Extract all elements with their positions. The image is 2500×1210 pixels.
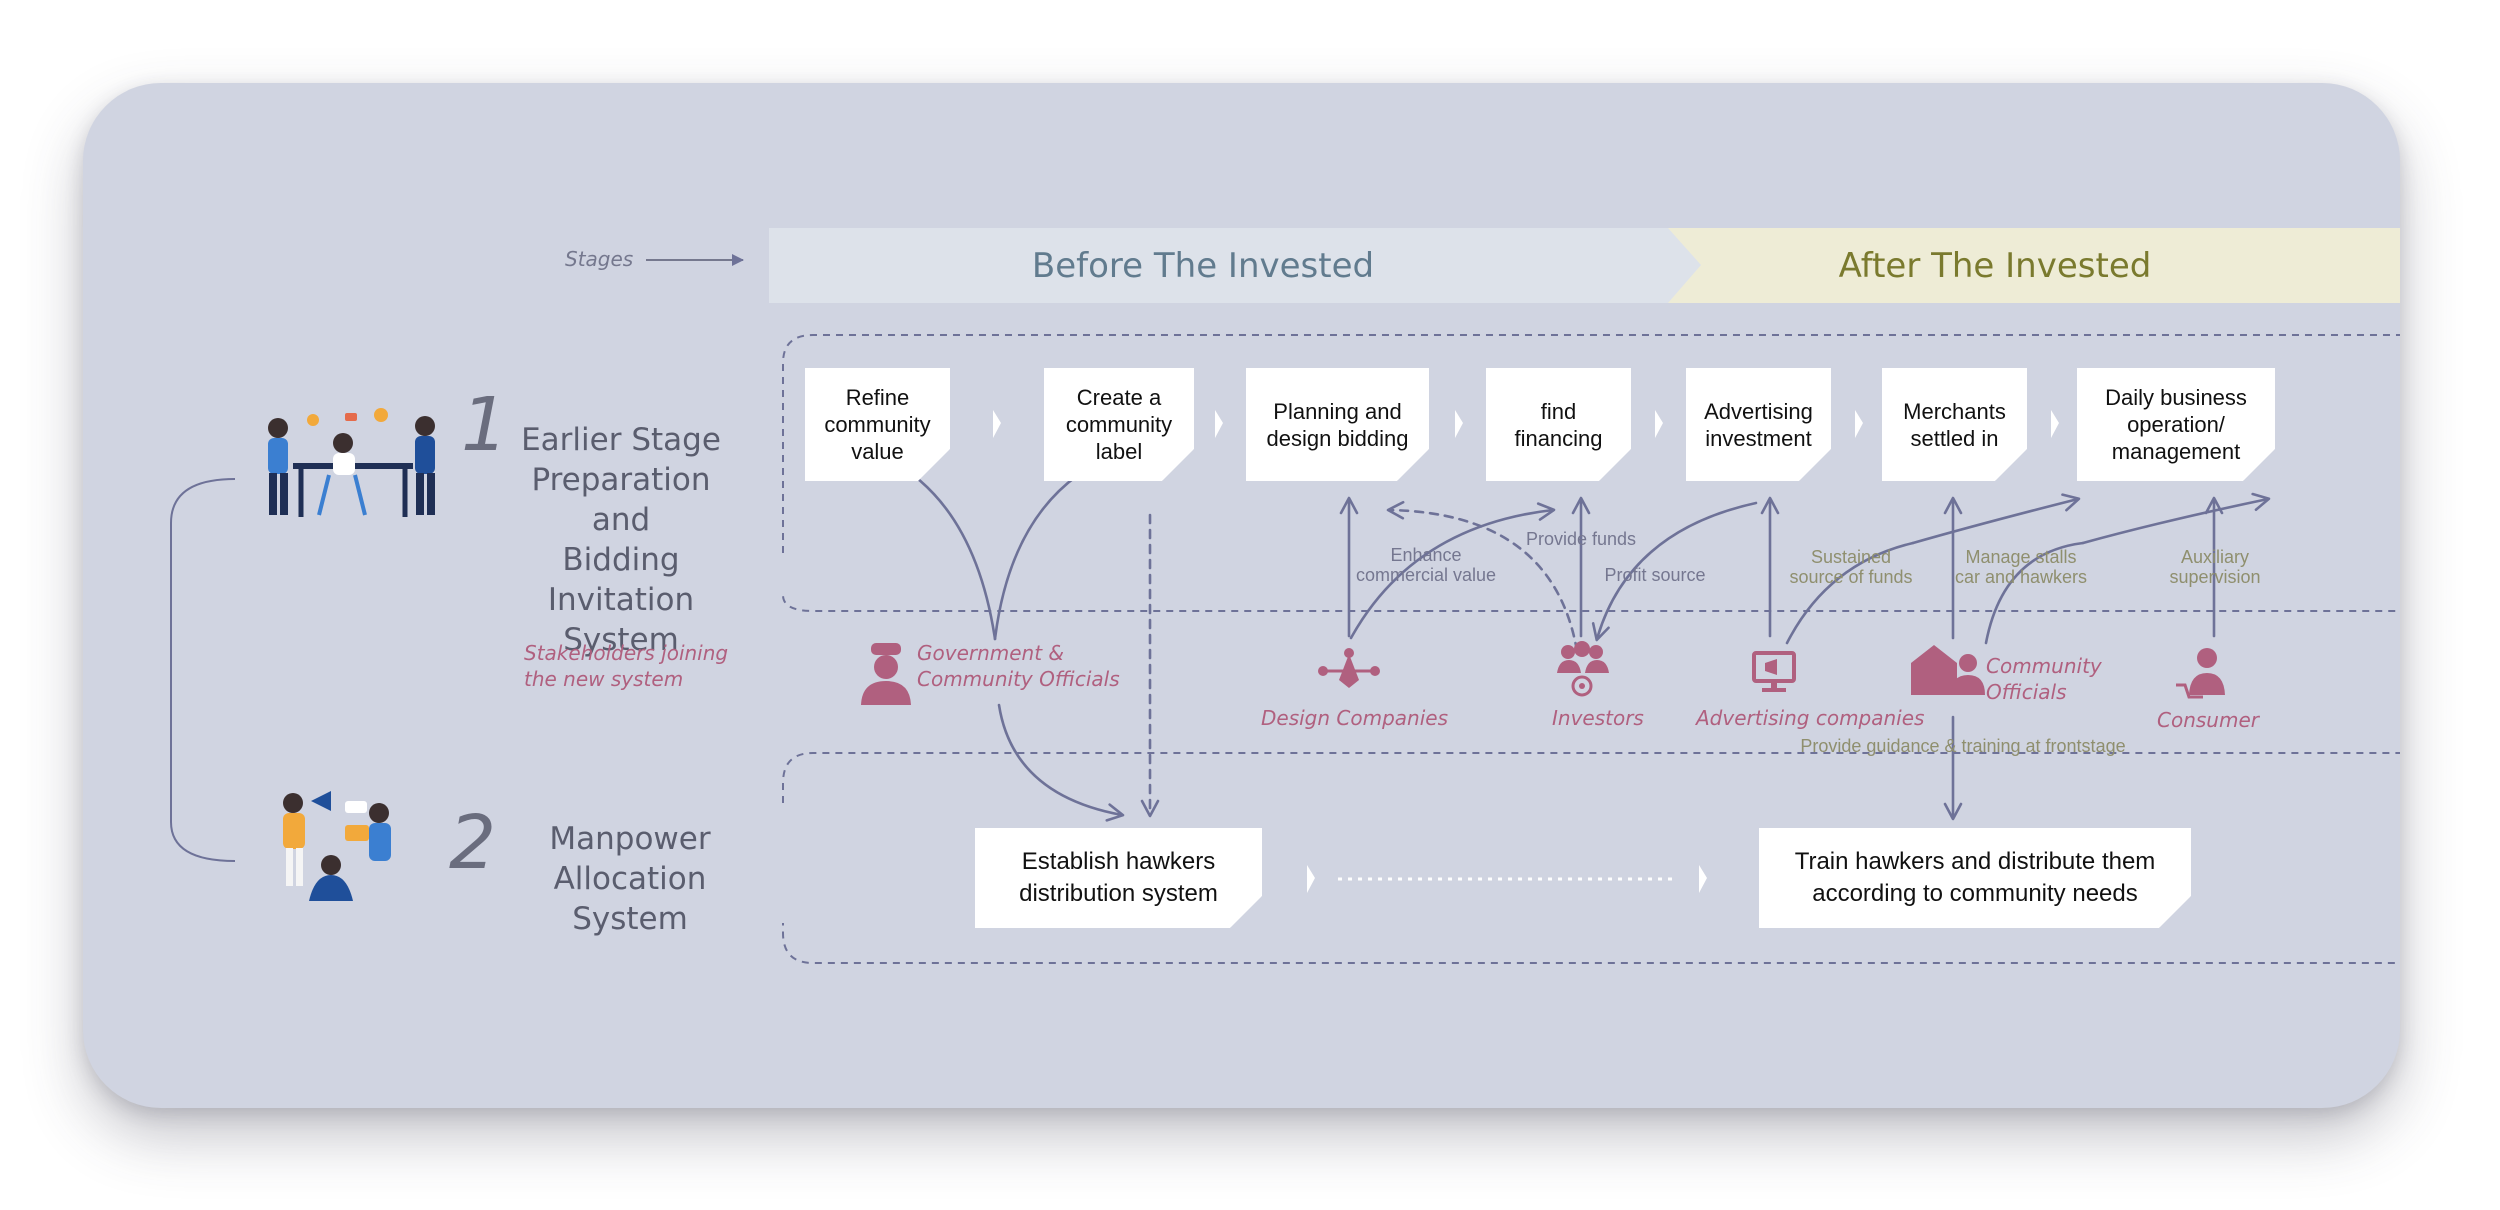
advertising-monitor-icon (1752, 651, 1796, 692)
system-2-number: 2 (449, 800, 497, 886)
stakeholder-design-label: Design Companies (1261, 706, 1449, 730)
system-1-number: 1 (461, 382, 509, 468)
consumer-cart-icon (2176, 648, 2225, 699)
flow-guidance-label: Provide guidance & training at frontstag… (1800, 736, 2126, 756)
step-train-hawkers: Train hawkers and distribute them accord… (1759, 828, 2191, 928)
chevron-right-icon (1655, 410, 1663, 438)
investors-group-icon (1557, 641, 1609, 697)
step-daily-business-operation: Daily business operation/ management (2077, 368, 2275, 481)
after-invested-band (1668, 228, 2400, 303)
flow-auxiliary-label: Auxiliary supervision (2169, 547, 2261, 587)
flow-sustained-label: Sustained source of funds (1789, 547, 1913, 587)
flow-manage-stalls-label: Manage stalls car and hawkers (1954, 547, 2088, 587)
stakeholders-heading: Stakeholders joining the new system (524, 641, 729, 691)
stakeholder-investors-label: Investors (1552, 706, 1644, 730)
stakeholder-advertising-label: Advertising companies (1696, 706, 1925, 730)
stakeholder-government-label: Government & Community Officials (917, 641, 1120, 691)
stages-header: Stages Before The Invested After The Inv… (565, 228, 2400, 303)
step-refine-community-value: Refine community value (805, 368, 950, 481)
system-1-frame (782, 334, 2400, 612)
step-establish-hawkers-system: Establish hawkers distribution system (975, 828, 1262, 928)
flow-profit-source-label: Profit source (1604, 565, 1706, 585)
megaphone-team-illustration (283, 791, 391, 901)
step-chevrons (993, 410, 2059, 893)
system-2-frame (782, 752, 2400, 964)
chevron-right-icon (993, 410, 1001, 438)
flow-arrows (870, 448, 2271, 822)
chevron-right-icon (2051, 410, 2059, 438)
diagram-canvas: Stages Before The Invested After The Inv… (170, 228, 2400, 964)
step-create-community-label: Create a community label (1044, 368, 1194, 481)
stages-label: Stages (565, 247, 633, 271)
diagram-card: Stages Before The Invested After The Inv… (83, 83, 2400, 1108)
before-invested-band (769, 228, 1709, 303)
team-meeting-illustration (268, 408, 435, 517)
chevron-right-icon (1307, 865, 1315, 893)
flow-provide-funds-label: Provide funds (1525, 529, 1637, 549)
step-planning-design-bidding: Planning and design bidding (1246, 368, 1429, 481)
system-2-title: Manpower Allocation System (549, 821, 711, 937)
chevron-right-icon (1855, 410, 1863, 438)
chevron-right-icon (1455, 410, 1463, 438)
step-advertising-investment: Advertising investment (1686, 368, 1831, 481)
stakeholder-consumer-label: Consumer (2157, 708, 2259, 732)
community-building-icon (1911, 645, 1985, 695)
stakeholder-community-label: Community Officials (1986, 654, 2102, 704)
systems-bracket (170, 478, 236, 862)
chevron-right-icon (1215, 410, 1223, 438)
step-find-financing: find financing (1486, 368, 1631, 481)
government-official-icon (861, 643, 911, 705)
after-invested-label: After The Invested (1839, 246, 2152, 286)
design-pen-icon (1318, 648, 1380, 688)
stakeholder-icons (861, 641, 2225, 705)
flow-enhance-label: Enhance commercial value (1355, 545, 1497, 585)
step-merchants-settled-in: Merchants settled in (1882, 368, 2027, 481)
chevron-right-icon (1699, 865, 1707, 893)
system-1-title: Earlier Stage Preparation and Bidding In… (521, 422, 721, 658)
before-invested-label: Before The Invested (1032, 246, 1374, 286)
